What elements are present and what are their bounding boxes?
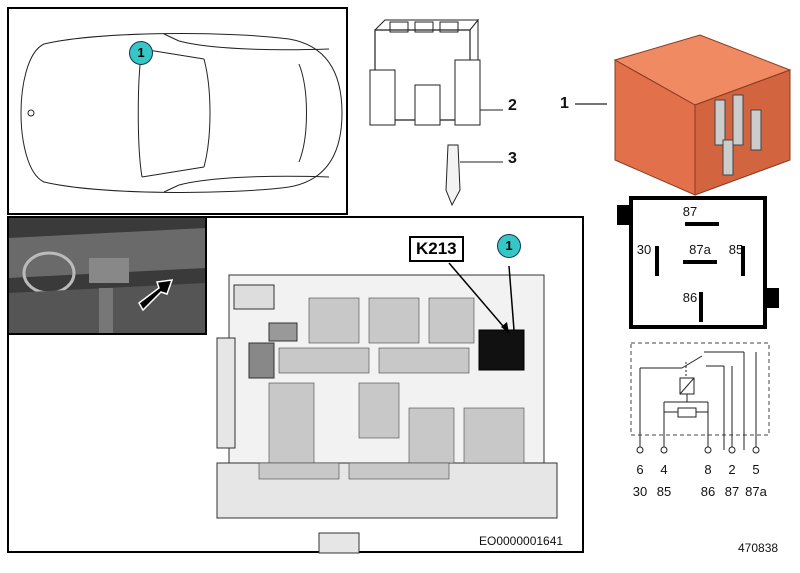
pin-label-85: 85 — [728, 242, 744, 257]
dashboard-drawing — [9, 228, 205, 333]
schematic-terminal-name-5: 87a — [745, 484, 767, 499]
pin-label-86: 86 — [682, 290, 698, 305]
pin-label-87: 87 — [682, 204, 698, 219]
fuse-box-drawing — [216, 274, 558, 554]
fuse-box-panel: K213 1 EO0000001641 — [7, 216, 584, 554]
relay-circuit-schematic — [630, 342, 770, 454]
contact-87 — [685, 222, 719, 226]
schematic-pin-number-5: 5 — [752, 462, 760, 477]
callout-leader-lines — [448, 262, 515, 334]
schematic-terminal-name-2: 85 — [656, 484, 672, 499]
connector-housing-drawing — [369, 18, 503, 207]
part-label-2: 2 — [508, 97, 517, 114]
schematic-pin-number-3: 8 — [704, 462, 712, 477]
relay-pin-layout: 87 30 87a 85 86 — [629, 196, 767, 329]
contact-87a — [683, 260, 717, 264]
car-outline-drawing — [20, 33, 343, 193]
part-label-3: 3 — [508, 150, 517, 167]
contact-30 — [655, 246, 659, 276]
figure-number: 470838 — [738, 541, 779, 555]
schematic-terminal-name-3: 86 — [700, 484, 716, 499]
interior-photo-inset — [7, 216, 207, 335]
document-number: EO0000001641 — [479, 534, 564, 548]
contact-85 — [741, 246, 745, 276]
pin-label-30: 30 — [636, 242, 652, 257]
schematic-pin-number-2: 4 — [660, 462, 668, 477]
schematic-terminal-name-4: 87 — [724, 484, 740, 499]
contact-86 — [699, 292, 703, 322]
component-label-k213: K213 — [409, 236, 464, 262]
schematic-pin-number-1: 6 — [636, 462, 644, 477]
part-label-1: 1 — [560, 95, 569, 112]
pin-layout-tab-left — [617, 205, 629, 225]
pin-label-87a: 87a — [689, 242, 711, 257]
car-callout-badge: 1 — [129, 41, 153, 65]
schematic-terminal-name-1: 30 — [632, 484, 648, 499]
relay-drawing — [575, 34, 792, 196]
schematic-pin-number-4: 2 — [728, 462, 736, 477]
pin-layout-tab-right — [767, 288, 779, 308]
fuse-box-callout-badge: 1 — [497, 234, 521, 258]
car-outline-panel: 1 — [7, 7, 348, 215]
